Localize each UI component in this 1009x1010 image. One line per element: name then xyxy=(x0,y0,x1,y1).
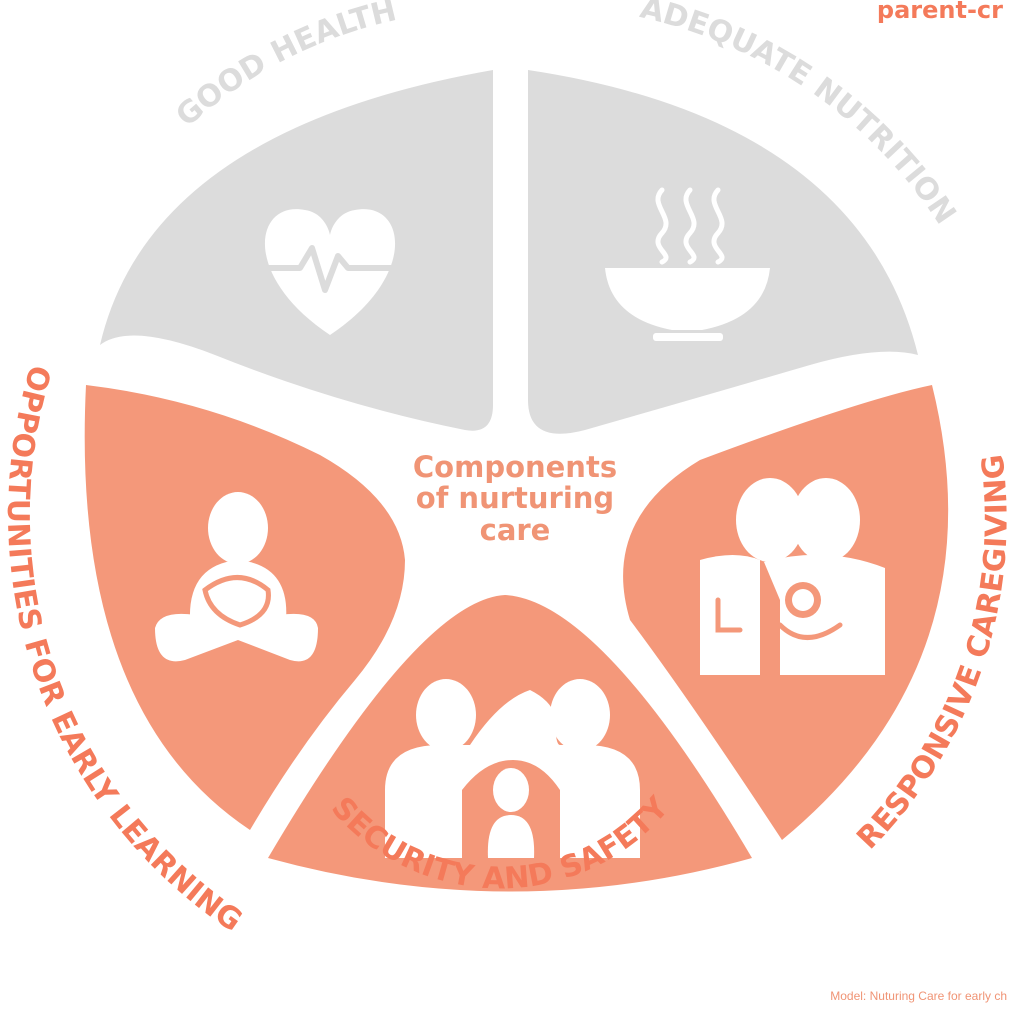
center-title-line: of nurturing xyxy=(415,481,615,516)
steaming-bowl-icon xyxy=(605,187,770,341)
segment-good-health[interactable]: GOOD HEALTH xyxy=(100,0,493,431)
child-with-baby-icon xyxy=(155,492,318,662)
page-title: parent-cr xyxy=(876,0,1003,24)
heart-pulse-icon xyxy=(262,209,400,335)
segment-adequate-nutrition[interactable]: ADEQUATE NUTRITION xyxy=(528,0,963,434)
segment-security-and-safety[interactable]: SECURITY AND SAFETY xyxy=(268,595,752,897)
source-credit: Model: Nuturing Care for early ch xyxy=(830,989,1007,1003)
center-title: Components of nurturing care xyxy=(390,450,640,547)
center-title-line: Components xyxy=(412,450,618,484)
parents-holding-baby-icon xyxy=(700,478,885,675)
family-shelter-icon xyxy=(385,679,640,858)
segment-opportunities-for-early-learning[interactable]: OPPORTUNITIES FOR EARLY LEARNING xyxy=(0,361,405,939)
segment-adequate-nutrition-shape xyxy=(528,70,918,434)
center-title-line: care xyxy=(479,512,551,547)
